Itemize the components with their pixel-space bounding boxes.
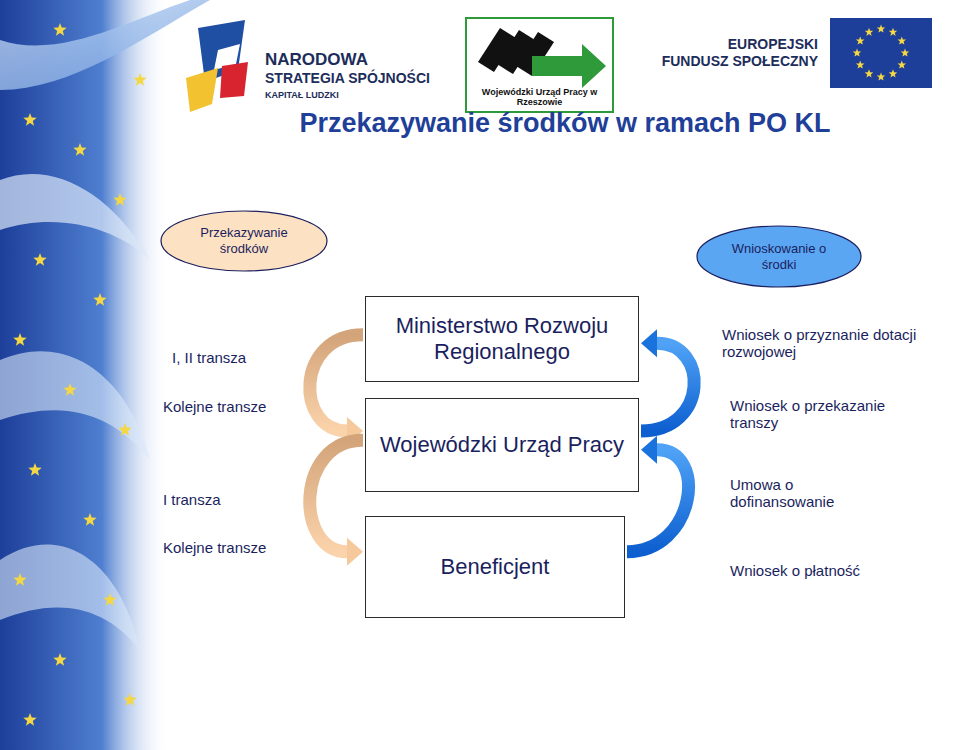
- flow-note: Wniosek o płatność: [730, 562, 950, 579]
- node-text: Wnioskowanie o środki: [716, 241, 842, 272]
- arrow-body: [641, 343, 694, 431]
- stars: [13, 23, 146, 726]
- star: [889, 28, 898, 36]
- star: [853, 49, 862, 57]
- arrow-head: [347, 538, 363, 566]
- node-text: Beneficjent: [433, 554, 558, 580]
- process-box: Ministerstwo Rozwoju Regionalnego: [365, 296, 639, 382]
- star: [856, 37, 865, 45]
- star: [877, 73, 886, 81]
- eu-stars: [853, 25, 910, 81]
- swirl-band: [0, 0, 210, 90]
- process-box: Beneficjent: [365, 516, 625, 618]
- star: [133, 73, 146, 86]
- node-text: Wojewódzki Urząd Pracy: [372, 432, 632, 458]
- star: [103, 593, 116, 606]
- star: [23, 713, 36, 726]
- star: [93, 293, 106, 306]
- logo-text: FUNDUSZ SPOŁECZNY: [662, 53, 818, 69]
- flow-note: Wniosek o przekazanie transzy: [730, 397, 930, 432]
- request-arrow: [641, 329, 694, 431]
- star: [118, 423, 131, 436]
- star: [865, 28, 874, 36]
- flow-note: Kolejne transze: [163, 398, 266, 415]
- node-text: Ministerstwo Rozwoju Regionalnego: [366, 313, 638, 366]
- star: [889, 69, 898, 77]
- logo-caption: Wojewódzki Urząd Pracy w Rzeszowie: [468, 84, 611, 111]
- arrow-head: [641, 436, 657, 464]
- star: [53, 23, 66, 36]
- node-text: Przekazywanie środków: [180, 225, 308, 256]
- flow-note: Umowa o dofinansowanie: [730, 476, 870, 511]
- star: [877, 25, 886, 33]
- star: [53, 653, 66, 666]
- transfer-arrow: [310, 440, 363, 565]
- star: [865, 69, 874, 77]
- oval-badge: Przekazywanie środków: [160, 210, 328, 272]
- swirl-band: [0, 351, 150, 460]
- star: [73, 143, 86, 156]
- oval-badge: Wnioskowanie o środki: [696, 225, 862, 288]
- star: [123, 693, 136, 706]
- star: [23, 113, 36, 126]
- star: [63, 383, 76, 396]
- flow-note: Wniosek o przyznanie dotacji rozwojowej: [722, 326, 958, 361]
- swirl-band: [0, 174, 150, 260]
- star: [13, 333, 26, 346]
- flow-note: I transza: [163, 491, 221, 508]
- slide-title: Przekazywanie środków w ramach PO KL: [240, 108, 890, 139]
- nss-logo: [186, 20, 248, 112]
- wup-logo-graphic: [466, 18, 613, 112]
- logo-text: NARODOWA: [265, 50, 368, 70]
- arrow-head: [641, 329, 657, 357]
- star: [28, 463, 41, 476]
- star: [856, 61, 865, 69]
- star: [83, 513, 96, 526]
- arrow-body: [310, 335, 363, 431]
- star: [13, 573, 26, 586]
- side-ground: [0, 0, 170, 750]
- flow-note: Kolejne transze: [163, 539, 266, 556]
- star: [33, 253, 46, 266]
- flow-note: I, II transza: [172, 349, 246, 366]
- logo-text: STRATEGIA SPÓJNOŚCI: [265, 70, 430, 86]
- logo-text: KAPITAŁ LUDZKI: [265, 90, 339, 100]
- transfer-arrow: [310, 335, 363, 445]
- eu-flag: [830, 18, 932, 88]
- logo-text: EUROPEJSKI: [728, 36, 818, 52]
- star: [113, 193, 126, 206]
- star: [898, 61, 907, 69]
- swirl-band: [0, 544, 140, 650]
- process-box: Wojewódzki Urząd Pracy: [365, 398, 639, 492]
- star: [898, 37, 907, 45]
- arrow-body: [310, 440, 363, 551]
- star: [901, 49, 910, 57]
- node-text: Wojewódzki Urząd Pracy w Rzeszowie: [481, 88, 599, 108]
